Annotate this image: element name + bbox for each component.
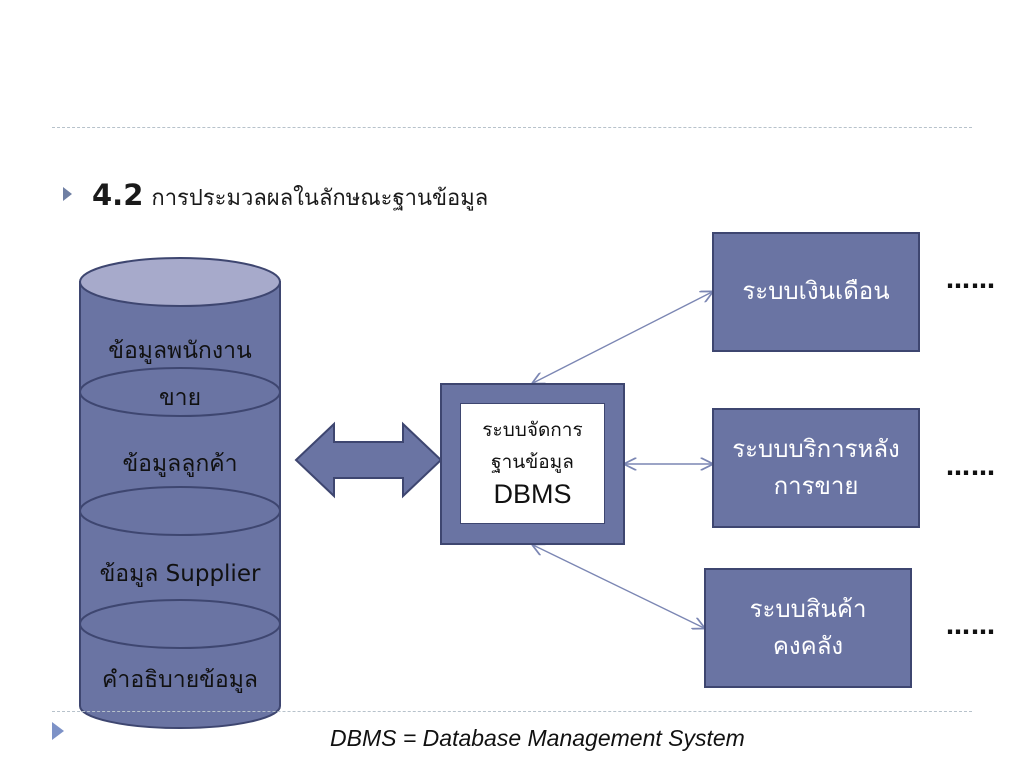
db-segment-label: ขาย	[158, 385, 202, 411]
system-label: ระบบสินค้า	[749, 594, 867, 623]
system-label: คงคลัง	[772, 632, 844, 660]
db-segment-label: คำอธิบายข้อมูล	[102, 667, 258, 693]
cylinder-top	[79, 257, 281, 307]
connector-payroll	[533, 292, 712, 383]
db-segment-label: ข้อมูล Supplier	[99, 561, 261, 587]
continuation-dots: ……	[946, 612, 996, 640]
connector-inventory	[533, 545, 704, 628]
system-box-aftersales: ระบบบริการหลัง การขาย	[712, 408, 920, 528]
cylinder-segment-divider	[79, 367, 281, 417]
system-label: ระบบเงินเดือน	[742, 277, 890, 306]
slide-heading: 4.2 การประมวลผลในลักษณะฐานข้อมูล	[92, 178, 488, 215]
continuation-dots: ……	[946, 453, 996, 481]
system-box-payroll: ระบบเงินเดือน	[712, 232, 920, 352]
db-segment-label: ข้อมูลลูกค้า	[122, 451, 238, 477]
cylinder-segment-divider	[79, 486, 281, 536]
db-segment-label: ข้อมูลพนักงาน	[108, 338, 252, 364]
top-divider	[52, 127, 972, 128]
system-label: การขาย	[773, 472, 859, 500]
dbms-label-panel: ระบบจัดการ ฐานข้อมูล DBMS	[460, 403, 605, 524]
dbms-label-line2: ฐานข้อมูล	[491, 450, 574, 473]
heading-text: การประมวลผลในลักษณะฐานข้อมูล	[151, 186, 489, 211]
dbms-acronym: DBMS	[493, 478, 572, 509]
dbms-label-line1: ระบบจัดการ	[482, 419, 583, 442]
footer-arrow-icon	[52, 722, 64, 740]
database-cylinder	[79, 257, 281, 729]
system-box-inventory: ระบบสินค้า คงคลัง	[704, 568, 912, 688]
system-label: ระบบบริการหลัง	[732, 434, 900, 463]
footnote: DBMS = Database Management System	[330, 725, 745, 751]
continuation-dots: ……	[946, 266, 996, 294]
cylinder-segment-divider	[79, 599, 281, 649]
bottom-divider	[52, 711, 972, 712]
bullet-arrow-icon	[63, 187, 72, 201]
double-arrow-icon	[294, 421, 443, 499]
heading-number: 4.2	[92, 178, 144, 212]
